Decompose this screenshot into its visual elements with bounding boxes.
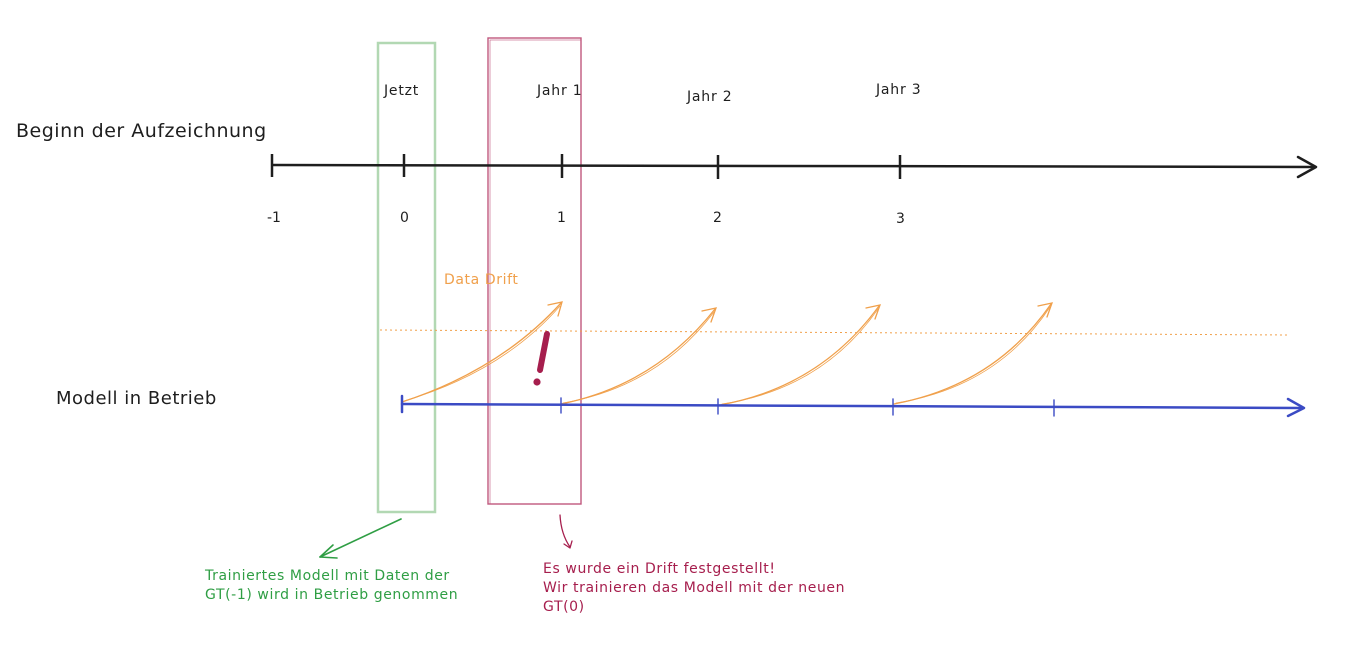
tick-label: 3	[896, 211, 905, 227]
alert-exclamation-icon	[533, 331, 550, 386]
data-drift-label: Data Drift	[444, 272, 518, 288]
main-timeline	[270, 154, 1318, 179]
tick-label: 0	[400, 210, 409, 226]
drift-threshold-line	[379, 329, 1291, 336]
tick-label: -1	[267, 210, 281, 226]
year-label-2: Jahr 2	[686, 89, 733, 105]
year-label-1: Jahr 1	[536, 83, 583, 99]
highlight-drift-box	[487, 37, 582, 505]
retrain-note: Es wurde ein Drift festgestellt! Wir tra…	[543, 561, 846, 615]
tick-label: 2	[713, 210, 722, 226]
tick-label: 1	[557, 210, 566, 226]
model-track	[400, 394, 1306, 418]
year-label-now: Jetzt	[383, 83, 419, 99]
drift-arrow	[893, 302, 1054, 405]
trained-model-note: Trainiertes Modell mit Daten der GT(-1) …	[205, 568, 459, 603]
drift-arrow	[719, 304, 882, 406]
retrain-note-arrow	[559, 514, 573, 549]
year-label-3: Jahr 3	[875, 82, 922, 98]
highlight-now-box	[376, 41, 437, 514]
model-track-label: Modell in Betrieb	[56, 388, 217, 409]
timeline-start-label: Beginn der Aufzeichnung	[16, 120, 267, 142]
drift-arrows	[401, 301, 1054, 406]
drift-arrow	[560, 307, 718, 405]
trained-note-arrow	[319, 518, 402, 559]
drift-arrow	[401, 301, 563, 403]
